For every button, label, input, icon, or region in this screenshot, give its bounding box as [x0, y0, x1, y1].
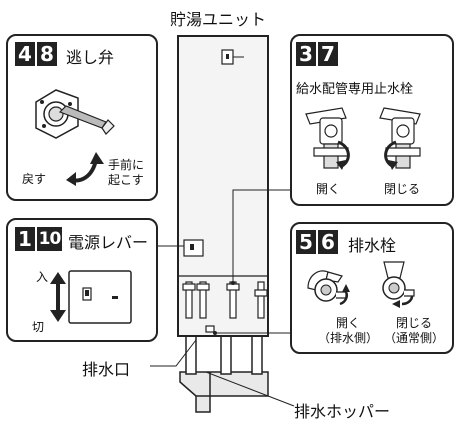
drain-close-label: 閉じる （通常側）: [384, 316, 445, 345]
step-number: 3: [296, 42, 316, 66]
step-number: 8: [37, 42, 57, 66]
off-label: 切: [32, 320, 45, 334]
drain-open-label: 開く （排水側）: [318, 316, 379, 345]
power-lever-title: 電源レバー: [68, 233, 149, 252]
supply-valve-closed-icon: [379, 107, 421, 170]
drain-valve-open-icon: [307, 270, 350, 306]
curved-arrow-icon: [66, 152, 104, 186]
return-label: 戻す: [22, 172, 47, 186]
drain-valve-title: 排水栓: [348, 236, 397, 255]
step-number: 7: [318, 42, 338, 66]
tank-title: 貯湯ユニット: [170, 10, 267, 29]
relief-valve-title: 逃し弁: [66, 48, 115, 67]
drain-valve-closed-icon: [382, 261, 415, 308]
on-label: 入: [36, 270, 49, 284]
step-number: 4: [15, 42, 35, 66]
power-lever-switch-icon: [68, 270, 132, 324]
supply-open-label: 開く: [316, 182, 341, 196]
step-number: 10: [37, 227, 62, 251]
relief-valve-icon: [35, 89, 115, 139]
step-number: 5: [296, 230, 316, 254]
drain-port-label: 排水口: [82, 360, 131, 379]
up-down-arrow-icon: [50, 272, 66, 322]
supply-close-label: 閉じる: [384, 182, 421, 196]
step-number: 6: [318, 230, 338, 254]
supply-valve-open-icon: [305, 107, 350, 170]
raise-label: 手前に 起こす: [108, 158, 145, 187]
step-number: 1: [15, 227, 35, 251]
drain-hopper-label: 排水ホッパー: [294, 402, 391, 421]
supply-valve-title: 給水配管専用止水栓: [296, 82, 414, 97]
